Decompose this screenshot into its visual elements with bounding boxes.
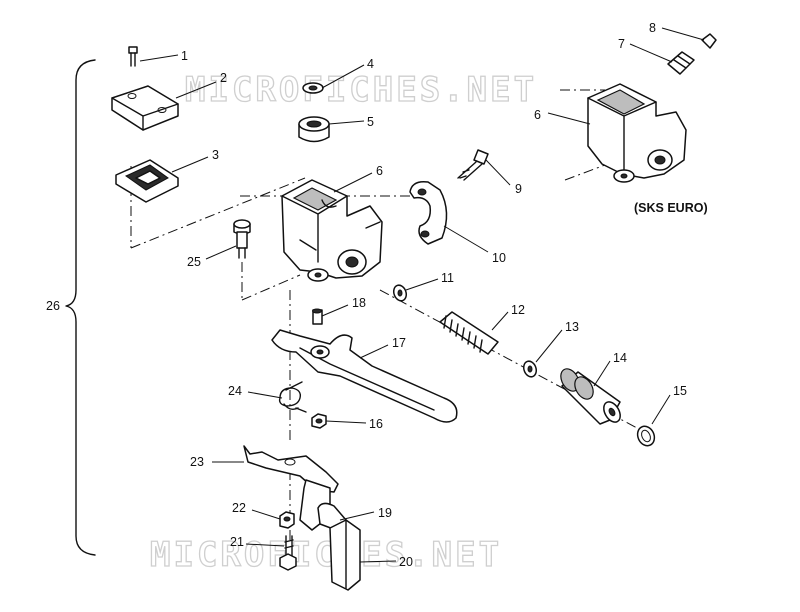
part-brake-switch: [317, 502, 361, 591]
part-washer-4: [302, 82, 324, 94]
callout-23: 23: [190, 455, 204, 469]
part-torsion-spring: [278, 381, 307, 413]
part-pivot-bolt: [233, 219, 251, 259]
part-piston: [560, 368, 621, 425]
callout-17: 17: [392, 336, 406, 350]
callout-24: 24: [228, 384, 242, 398]
callout-4: 4: [367, 57, 374, 71]
callout-25: 25: [187, 255, 201, 269]
callout-15: 15: [673, 384, 687, 398]
part-brake-lever: [271, 329, 458, 423]
part-euro-fitting-7: [667, 51, 695, 75]
part-reservoir-cover: [111, 85, 179, 131]
part-insert: [312, 308, 323, 325]
callout-11: 11: [441, 271, 454, 285]
centerline-euro-bottom: [564, 164, 606, 181]
part-handlebar-clamp: [409, 180, 448, 245]
part-sleeve-5: [298, 116, 330, 143]
part-clamp-bolt: [457, 149, 489, 181]
variant-label: (SKS EURO): [634, 201, 708, 215]
callout-16: 16: [369, 417, 383, 431]
part-euro-cap-8: [701, 33, 717, 49]
callout-18: 18: [352, 296, 366, 310]
part-nut-22: [279, 511, 295, 529]
callout-14: 14: [613, 351, 627, 365]
callout-26: 26: [46, 299, 60, 313]
callout-7: 7: [618, 37, 625, 51]
callout-8: 8: [649, 21, 656, 35]
part-screw-21: [279, 535, 297, 571]
part-screw-1: [128, 46, 138, 67]
callout-12: 12: [511, 303, 525, 317]
callout-labels: 1 2 3 4 5 6 6 7 8 9 10 11 12 13 14 15 16…: [46, 21, 687, 569]
callout-19: 19: [378, 506, 392, 520]
watermark-bottom: MICROFICHES.NET: [150, 535, 502, 575]
callout-5: 5: [367, 115, 374, 129]
callout-9: 9: [515, 182, 522, 196]
assembly-brace: [65, 59, 96, 556]
part-diaphragm: [115, 159, 179, 203]
callout-6-euro: 6: [534, 108, 541, 122]
callout-20: 20: [399, 555, 413, 569]
part-master-cylinder: [281, 179, 383, 282]
callout-21: 21: [230, 535, 244, 549]
part-nut: [311, 413, 327, 429]
callout-1: 1: [181, 49, 188, 63]
part-circlip: [636, 425, 656, 447]
callout-6: 6: [376, 164, 383, 178]
watermark-top: MICROFICHES.NET: [185, 70, 537, 110]
centerline-pivot-bolt-2: [241, 274, 301, 301]
callout-2: 2: [220, 71, 227, 85]
callout-3: 3: [212, 148, 219, 162]
part-washer-11: [392, 284, 408, 302]
part-washer-13: [522, 360, 538, 378]
callout-13: 13: [565, 320, 579, 334]
leader-lines: [139, 27, 705, 563]
part-spring: [439, 311, 499, 355]
callout-10: 10: [492, 251, 506, 265]
part-euro-master-cylinder: [587, 83, 687, 183]
callout-22: 22: [232, 501, 246, 515]
